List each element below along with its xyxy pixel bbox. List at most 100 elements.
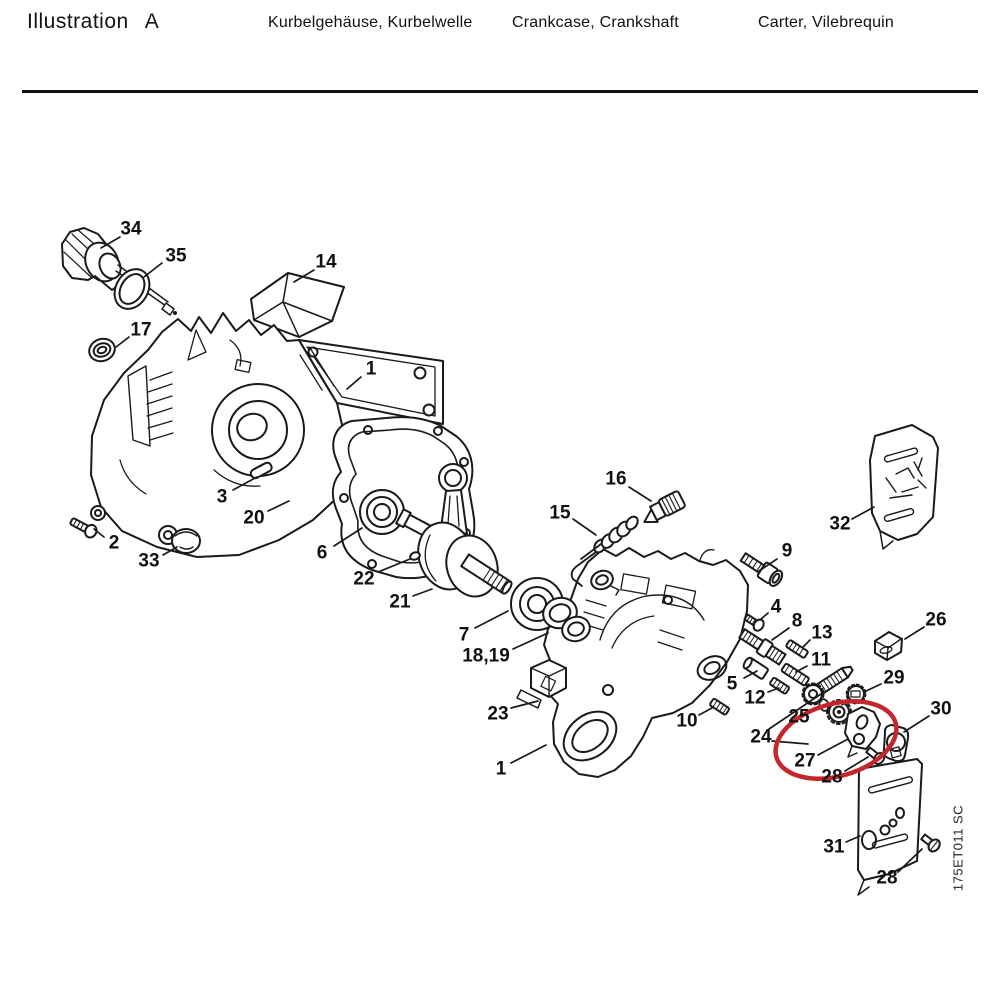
leader-line-29 [865,683,882,692]
part-label-6: 6 [316,542,328,564]
leader-line-16 [628,486,652,502]
highlight-ellipse [773,699,899,781]
part-label-4: 4 [770,596,782,618]
part-1-crankcase-right [543,547,749,778]
part-3-pin [249,461,273,480]
part-27-tensioner-plate [844,706,881,758]
leader-line-32 [851,506,875,520]
part-label-35: 35 [165,245,187,267]
part-label-13: 13 [811,622,833,644]
part-label-24: 24 [750,726,772,748]
part-label-18-19: 18,19 [462,645,510,667]
leader-line-22 [377,558,411,573]
leader-line-24 [768,693,822,730]
part-label-27: 27 [794,750,816,772]
leader-line-9 [758,558,778,572]
part-label-5: 5 [726,673,738,695]
part-15-worm [570,515,639,596]
leader-line-1 [346,376,362,390]
leader-line-1 [510,744,547,764]
subtitle-german: Kurbelgehäuse, Kurbelwelle [268,14,473,31]
leader-line-7 [474,610,509,629]
leader-line-12 [767,687,780,693]
part-label-34: 34 [120,218,142,240]
part-32-cover-plate [869,424,939,550]
part-21-crankshaft [395,463,513,598]
part-22-pin [409,551,421,561]
part-label-11: 11 [810,649,832,671]
part-4-screw [743,613,765,632]
chain-tensioner-screw [801,665,854,706]
leader-line-14 [293,269,315,283]
leader-line-10 [698,707,713,716]
leader-line-27 [817,738,849,756]
part-14-deflector [250,272,345,338]
part-16-screw [643,490,686,524]
part-label-14: 14 [315,251,337,273]
leader-line-15 [572,518,597,536]
part-35-oring [113,268,151,310]
part-label-31: 31 [823,836,845,858]
part-10-pin [709,697,730,716]
leader-line-5 [743,670,758,679]
part-label-25: 25 [788,706,810,728]
part-label-15: 15 [549,502,571,524]
part-5-sleeve [742,656,769,680]
leader-line-20 [267,500,290,512]
part-label-28: 28 [821,766,843,788]
leader-line-21 [412,588,433,597]
leader-line-2 [93,528,105,538]
leader-line-28 [844,756,869,772]
subtitle-english: Crankcase, Crankshaft [512,14,679,31]
part-label-32: 32 [829,513,851,535]
illustration-letter: A [144,10,160,33]
part-label-9: 9 [781,540,793,562]
leader-line-23 [510,700,539,709]
page-title: Illustration A [27,10,159,34]
part-34-oil-pump [61,227,177,316]
part-label-3: 3 [216,486,228,508]
leader-line-11 [795,665,808,673]
leader-line-28 [897,848,923,873]
part-label-12: 12 [744,687,766,709]
leader-line-34 [100,236,121,249]
part-label-33: 33 [138,550,160,572]
part-28-screw-lower [920,833,941,853]
subtitle-french: Carter, Vilebrequin [758,14,895,31]
part-1-crankcase-left [90,312,444,558]
part-13-pin [785,639,809,659]
part-6-bearing [359,489,405,535]
header-divider [22,90,978,93]
part-23-bracket [516,659,567,709]
part-label-10: 10 [676,710,698,732]
leader-line-4 [759,612,769,621]
part-33-plug [171,528,201,554]
part-label-21: 21 [389,591,411,613]
part-17-seal [88,337,116,363]
part-label-1: 1 [495,758,507,780]
part-label-23: 23 [487,703,509,725]
part-label-8: 8 [791,610,803,632]
part-26-bracket [874,631,903,661]
leader-line-6 [333,527,363,547]
part-label-17: 17 [130,319,152,341]
part-2-screw [69,517,98,539]
part-label-7: 7 [458,624,470,646]
leader-line-3 [232,476,258,491]
part-label-30: 30 [930,698,952,720]
leader-line-8 [771,627,790,641]
drawing-code: 175ET011 SC [950,804,966,892]
part-label-29: 29 [883,667,905,689]
page-title-text: Illustration [27,10,129,33]
leader-line-13 [802,639,811,648]
part-12-pin [769,676,790,695]
leader-line-31 [845,835,861,843]
part-8-stud [738,628,787,666]
part-18-19-seals [542,596,591,643]
leader-line-18-19 [512,632,549,650]
part-label-2: 2 [108,532,120,554]
leader-line-33 [162,546,178,556]
part-label-28: 28 [876,867,898,889]
part-label-1: 1 [365,358,377,380]
